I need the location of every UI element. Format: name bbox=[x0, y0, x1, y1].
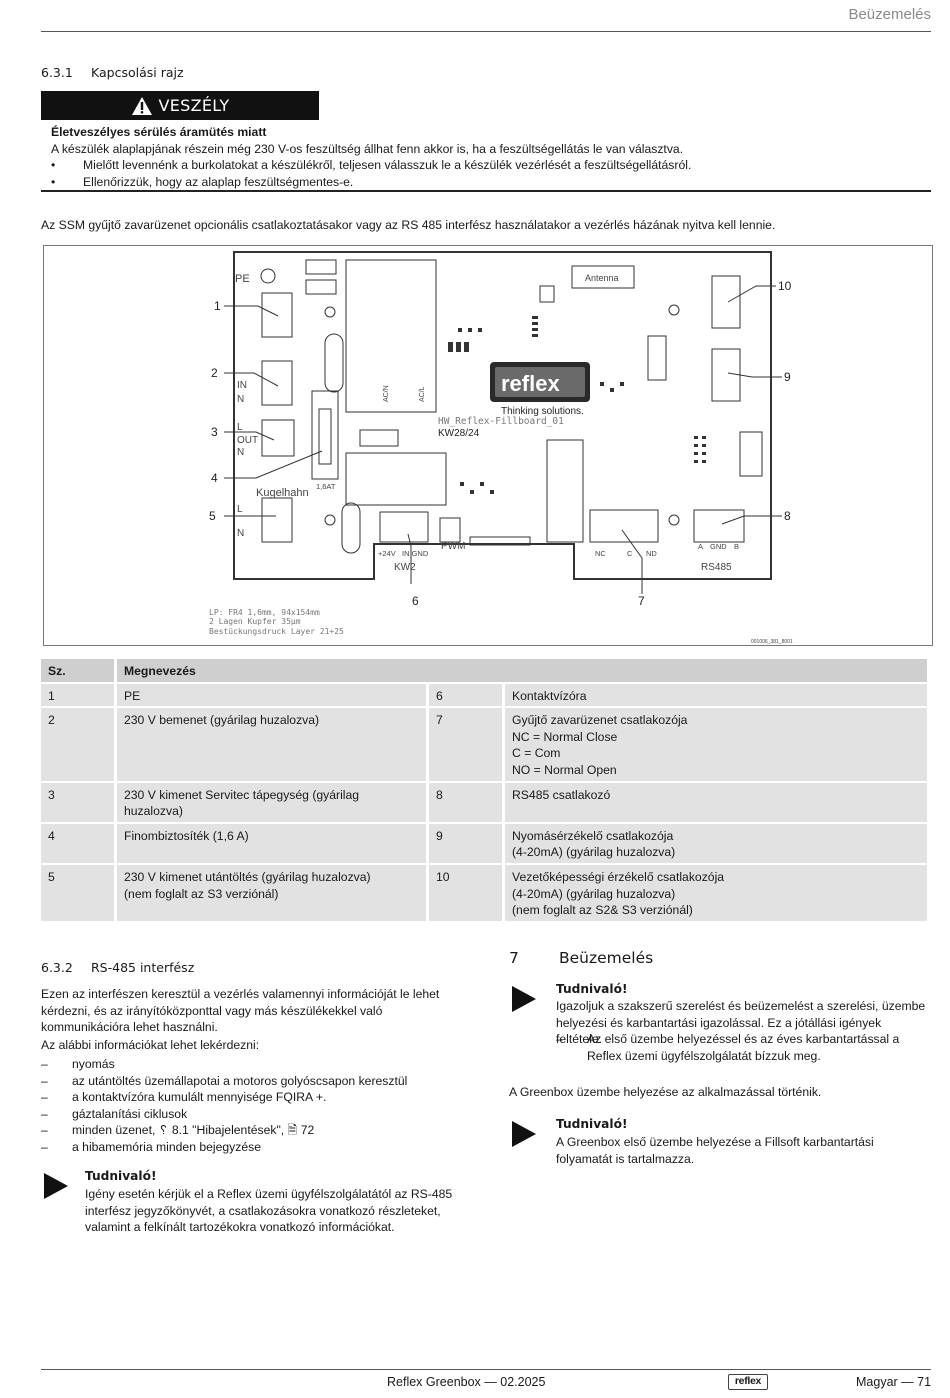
list-item: –nyomás bbox=[41, 1057, 115, 1071]
callout-10: 10 bbox=[778, 279, 792, 293]
label-acl: AC/L bbox=[419, 386, 426, 402]
parts-table: Sz. Megnevezés 1 PE 6 Kontaktvízóra 2 23… bbox=[41, 657, 927, 923]
note-arrow-icon bbox=[512, 1121, 536, 1147]
label-pe: PE bbox=[235, 273, 250, 285]
callout-5: 5 bbox=[209, 509, 216, 523]
list-item: –a kontaktvízóra kumulált mennyisége FQI… bbox=[41, 1090, 327, 1105]
danger-banner: VESZÉLY bbox=[41, 91, 319, 120]
callout-3: 3 bbox=[211, 425, 218, 439]
note-title: Tudnivaló! bbox=[85, 1169, 157, 1183]
section-title: Kapcsolási rajz bbox=[91, 65, 184, 80]
label-gnd: GND bbox=[710, 542, 727, 551]
section-number: 6.3.1 bbox=[41, 65, 73, 80]
danger-message-box: Életveszélyes sérülés áramütés miatt A k… bbox=[41, 122, 931, 192]
note-title: Tudnivaló! bbox=[556, 982, 628, 996]
label-pwm: PWM bbox=[441, 541, 465, 552]
list-item: –gáztalanítási ciklusok bbox=[41, 1106, 188, 1121]
danger-bullet: •Ellenőrizzük, hogy az alaplap feszültsé… bbox=[51, 174, 354, 189]
footer-document-title: Reflex Greenbox — 02.2025 bbox=[387, 1375, 546, 1389]
danger-bullet: •Mielőtt levennénk a burkolatokat a kész… bbox=[51, 158, 692, 173]
warning-triangle-icon bbox=[131, 96, 152, 115]
wiring-diagram: PE IN N L OUT N L N Kugelhahn 1,6AT Ante… bbox=[209, 251, 793, 645]
section-title: Beüzemelés bbox=[559, 949, 654, 967]
callout-7: 7 bbox=[638, 594, 645, 608]
label-a: A bbox=[698, 542, 703, 551]
label-board: HW_Reflex-Fillboard_01 bbox=[438, 416, 564, 427]
danger-text: A készülék alaplapjának részein még 230 … bbox=[51, 141, 684, 156]
section-number: 7 bbox=[509, 949, 519, 967]
table-row: 4 Finombiztosíték (1,6 A) 9 Nyomásérzéke… bbox=[41, 823, 927, 863]
column-header-name: Megnevezés bbox=[117, 659, 927, 682]
table-row: 2 230 V bemenet (gyárilag huzalozva) 7 G… bbox=[41, 708, 927, 781]
section-number: 6.3.2 bbox=[41, 960, 73, 975]
label-n: N bbox=[237, 394, 244, 405]
label-n: N bbox=[237, 528, 244, 539]
danger-label: VESZÉLY bbox=[158, 95, 230, 115]
label-nc: NC bbox=[595, 549, 606, 558]
label-24v: +24V bbox=[378, 549, 396, 558]
callout-1: 1 bbox=[214, 299, 221, 313]
footer-rule bbox=[41, 1369, 931, 1370]
note-title: Tudnivaló! bbox=[556, 1117, 628, 1131]
section-heading-631: 6.3.1 Kapcsolási rajz bbox=[41, 64, 184, 81]
note-dash-item: –Az első üzembe helyezéssel és az éves k… bbox=[556, 1032, 900, 1063]
section-heading-7: 7 Beüzemelés bbox=[509, 948, 653, 969]
label-kw: KW28/24 bbox=[438, 428, 480, 439]
callout-8: 8 bbox=[784, 509, 791, 523]
label-in: IN bbox=[237, 380, 247, 391]
label-lp-2: 2 Lagen Kupfer 35µm bbox=[209, 617, 301, 626]
callout-6: 6 bbox=[412, 594, 419, 608]
list-item: –az utántöltés üzemállapotai a motoros g… bbox=[41, 1073, 408, 1088]
note-text: Igény esetén kérjük el a Reflex üzemi üg… bbox=[85, 1187, 453, 1235]
greenbox-paragraph: A Greenbox üzembe helyezése az alkalmazá… bbox=[509, 1085, 822, 1099]
section-title: RS-485 interfész bbox=[91, 960, 195, 975]
reflex-logo: reflex bbox=[728, 1374, 768, 1390]
column-header-number: Sz. bbox=[41, 659, 117, 682]
label-b: B bbox=[734, 542, 739, 551]
label-in-gnd: IN GND bbox=[402, 549, 429, 558]
section-heading-632: 6.3.2 RS-485 interfész bbox=[41, 959, 194, 976]
label-antenna: Antenna bbox=[585, 273, 619, 283]
danger-heading: Életveszélyes sérülés áramütés miatt bbox=[51, 125, 267, 139]
note-text: Igazoljuk a szakszerű szerelést és beüze… bbox=[556, 999, 926, 1047]
intro-paragraph: Az SSM gyűjtő zavarüzenet opcionális csa… bbox=[41, 218, 776, 232]
note-arrow-icon bbox=[44, 1173, 68, 1199]
callout-2: 2 bbox=[211, 366, 218, 380]
label-figure-ref: 001006_381_8001 bbox=[751, 639, 793, 645]
footer-page-number: Magyar — 71 bbox=[856, 1375, 932, 1389]
board-outline bbox=[233, 251, 772, 580]
note-text: A Greenbox első üzembe helyezése a Fills… bbox=[556, 1135, 874, 1166]
label-out: OUT bbox=[237, 435, 258, 446]
table-row: 1 PE 6 Kontaktvízóra bbox=[41, 683, 927, 707]
label-slogan: Thinking solutions. bbox=[501, 406, 584, 417]
table-row: 5 230 V kimenet utántöltés (gyárilag huz… bbox=[41, 864, 927, 921]
rs485-paragraph: Ezen az interfészen keresztül a vezérlés… bbox=[41, 987, 440, 1035]
header-section-title: Beüzemelés bbox=[848, 6, 931, 23]
label-kw2: KW2 bbox=[394, 562, 416, 573]
label-nd: ND bbox=[646, 549, 657, 558]
label-rs485: RS485 bbox=[701, 562, 732, 573]
label-acn: AC/N bbox=[383, 385, 390, 402]
label-n: N bbox=[237, 447, 244, 458]
callout-9: 9 bbox=[784, 370, 791, 384]
note-arrow-icon bbox=[512, 986, 536, 1012]
list-item: –a hibamemória minden bejegyzése bbox=[41, 1139, 262, 1154]
table-header-row: Sz. Megnevezés bbox=[41, 659, 927, 682]
label-lp-3: Bestückungsdruck Layer 21+25 bbox=[209, 627, 344, 636]
callout-4: 4 bbox=[211, 471, 218, 485]
list-item: –minden üzenet, ␦ 8.1 "Hibajelentések", … bbox=[41, 1123, 315, 1138]
label-kugelhahn: Kugelhahn bbox=[256, 487, 309, 499]
label-l: L bbox=[237, 504, 243, 515]
label-fuse: 1,6AT bbox=[316, 482, 336, 491]
diagram-brand-logo: reflex bbox=[501, 371, 560, 396]
rs485-list-intro: Az alábbi információkat lehet lekérdezni… bbox=[41, 1038, 260, 1052]
rs485-info-list: –nyomás –az utántöltés üzemállapotai a m… bbox=[41, 1056, 471, 1156]
label-lp-1: LP: FR4 1,6mm, 94x154mm bbox=[209, 608, 320, 617]
wiring-diagram-figure: PE IN N L OUT N L N Kugelhahn 1,6AT Ante… bbox=[43, 245, 933, 646]
table-row: 3 230 V kimenet Servitec tápegység (gyár… bbox=[41, 782, 927, 822]
header-rule bbox=[41, 31, 931, 32]
label-l: L bbox=[237, 422, 243, 433]
label-c: C bbox=[627, 549, 633, 558]
